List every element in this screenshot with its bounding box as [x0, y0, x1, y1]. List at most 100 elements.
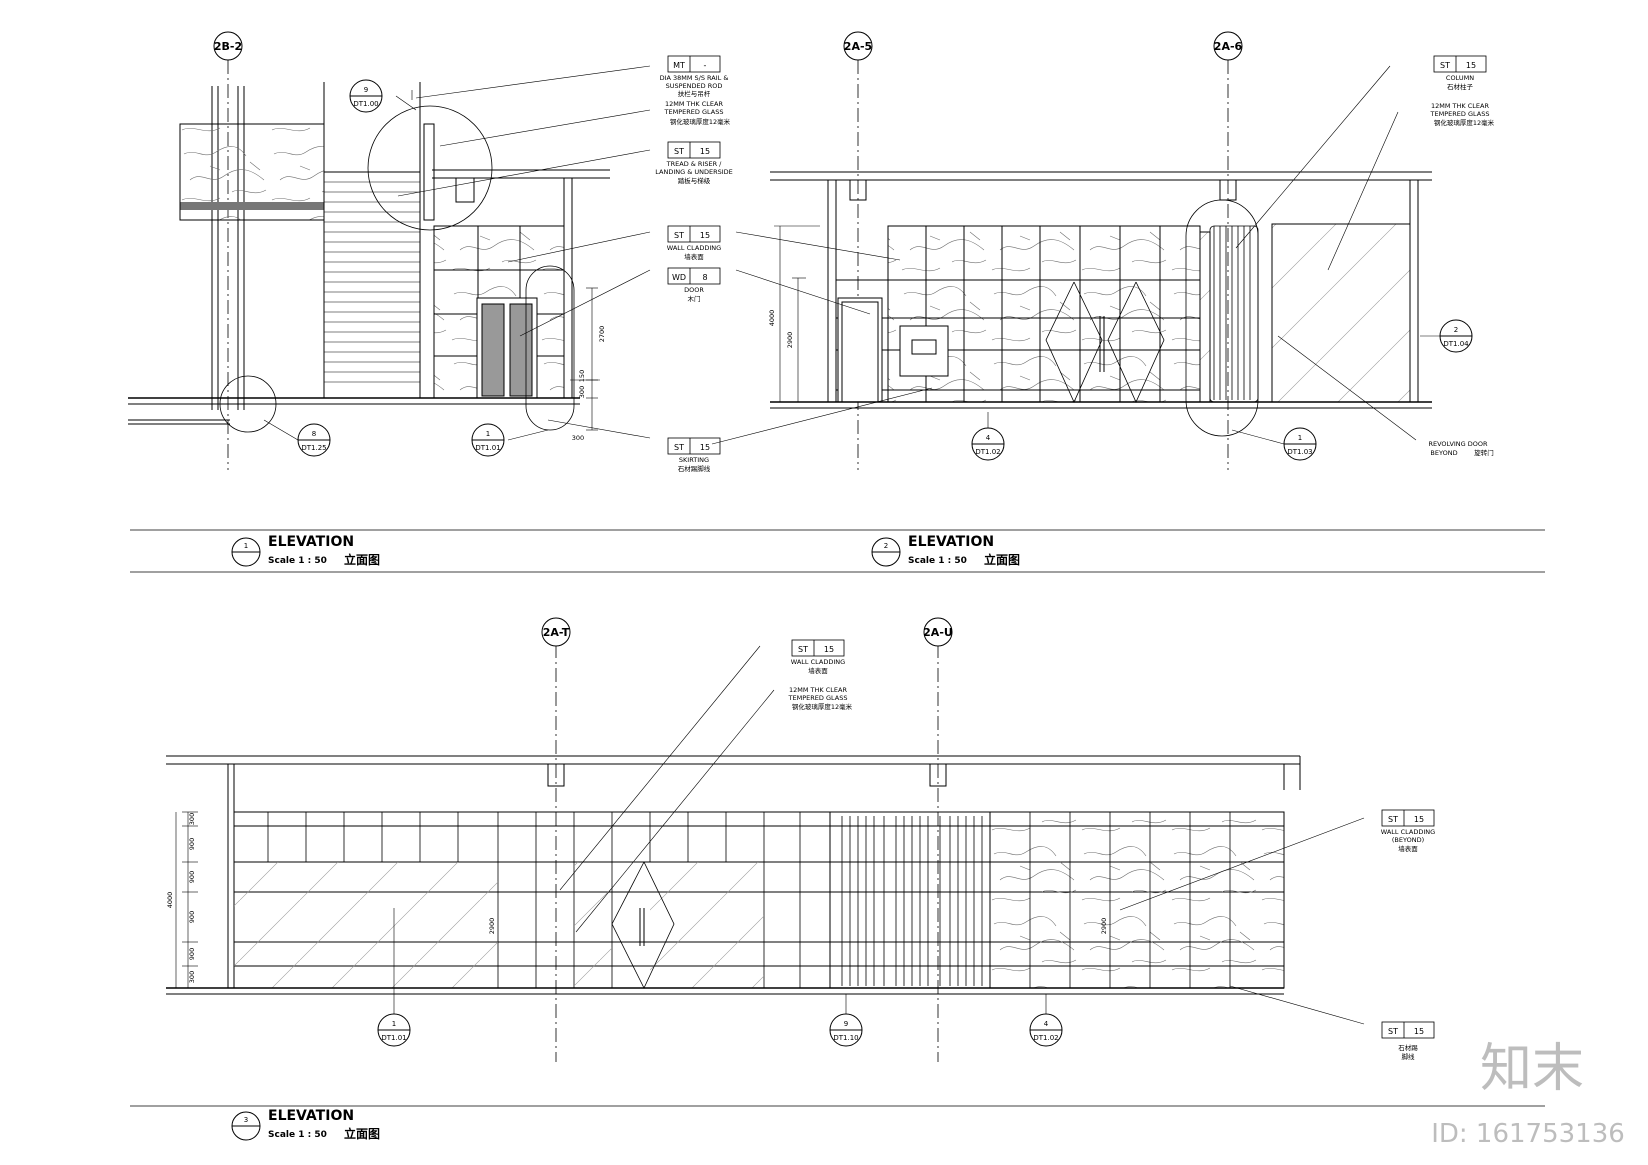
dimension: 150: [578, 370, 586, 382]
note: 扶栏与吊杆: [678, 89, 711, 98]
tag-code: ST: [674, 231, 684, 240]
note: REVOLVING DOOR: [1428, 440, 1488, 448]
note: WALL CLADDING: [1381, 828, 1435, 836]
detail-num: 1: [486, 430, 490, 438]
grid-bubble-2a-u: [923, 617, 953, 647]
dimension: 300: [572, 434, 584, 442]
dimension: 300: [188, 813, 196, 825]
note: BEYOND: [1430, 449, 1457, 457]
note: LANDING & UNDERSIDE: [655, 168, 733, 176]
watermark-id: ID: 161753136: [1431, 1119, 1625, 1149]
dimension: 4000: [768, 310, 776, 327]
detail-num: 1: [392, 1020, 396, 1028]
grid-label-2a-t: 2A-T: [543, 626, 570, 639]
detail-ref: DT1.10: [833, 1034, 858, 1042]
tag-code: ST: [674, 443, 684, 452]
detail-num: 2: [1454, 326, 1458, 334]
note: SKIRTING: [679, 456, 709, 464]
drawing-title: ELEVATION: [268, 1108, 354, 1124]
grid-bubble-2a-6: [1213, 31, 1243, 61]
watermark-logo: 知末: [1480, 1039, 1584, 1099]
dimension: 4000: [166, 892, 174, 909]
tag-code: ST: [1440, 61, 1450, 70]
detail-ref: DT1.04: [1443, 340, 1469, 348]
drawing-title-cn: 立面图: [984, 552, 1020, 567]
detail-num: 9: [364, 86, 368, 94]
grid-bubble-2a-t: [541, 617, 571, 647]
tag-code: ST: [1388, 815, 1398, 824]
dimension: 2900: [488, 918, 496, 935]
note: DIA 38MM S/S RAIL &: [660, 74, 729, 82]
dimension: 300: [578, 386, 586, 398]
dimension: 900: [188, 838, 196, 850]
note: 石材踢: [1398, 1043, 1418, 1052]
note: 墙表面: [684, 252, 704, 261]
note: 12MM THK CLEAR: [665, 100, 723, 108]
note: 钢化玻璃厚度12毫米: [1434, 118, 1495, 127]
note: 墙表面: [1398, 844, 1418, 853]
detail-num: 9: [844, 1020, 848, 1028]
stair: [323, 171, 421, 399]
drawing-title-cn: 立面图: [344, 552, 380, 567]
tag-num: 15: [824, 645, 834, 654]
note: SUSPENDED ROD: [666, 82, 723, 90]
title-number: 1: [244, 542, 248, 550]
title-number: 3: [244, 1116, 248, 1124]
note: 旋转门: [1474, 448, 1494, 457]
elevation-3: [166, 617, 1365, 1062]
tag-num: -: [704, 61, 707, 70]
note: 木门: [688, 294, 701, 303]
tag-code: WD: [672, 273, 686, 282]
note: DOOR: [684, 286, 704, 294]
tag-code: ST: [674, 147, 684, 156]
detail-ref: DT1.01: [475, 444, 500, 452]
tag-code: MT: [673, 61, 685, 70]
drawing-scale: Scale 1 : 50: [268, 1130, 327, 1140]
tag-num: 8: [702, 273, 707, 282]
detail-num: 1: [1298, 434, 1302, 442]
elevation-2: [711, 31, 1473, 470]
note: 钢化玻璃厚度12毫米: [670, 117, 731, 126]
dimension: 900: [188, 871, 196, 883]
drawing-title: ELEVATION: [908, 534, 994, 550]
dimension: 300: [188, 971, 196, 983]
grid-bubble-2b-2: [213, 31, 243, 61]
detail-num: 4: [1044, 1020, 1049, 1028]
title-number: 2: [884, 542, 888, 550]
note: WALL CLADDING: [667, 244, 721, 252]
dimension: 2900: [1100, 918, 1108, 935]
tag-code: ST: [1388, 1027, 1398, 1036]
grid-bubble-2a-5: [843, 31, 873, 61]
note: WALL CLADDING: [791, 658, 845, 666]
tag-num: 15: [700, 231, 710, 240]
note: TEMPERED GLASS: [1430, 110, 1490, 118]
dimension: 2700: [598, 326, 606, 343]
note: TREAD & RISER /: [666, 160, 722, 168]
tag-num: 15: [1414, 815, 1424, 824]
grid-label-2b-2: 2B-2: [214, 40, 242, 53]
drawing-title-cn: 立面图: [344, 1126, 380, 1141]
note: 石材柱子: [1447, 82, 1474, 91]
dimension: 900: [188, 948, 196, 960]
note: (BEYOND): [1392, 836, 1424, 844]
grid-label-2a-5: 2A-5: [844, 40, 872, 53]
dimension: 2900: [786, 332, 794, 349]
detail-ref: DT1.00: [353, 100, 378, 108]
tag-num: 15: [700, 443, 710, 452]
dimension: 900: [188, 911, 196, 923]
tag-code: ST: [798, 645, 808, 654]
grid-label-2a-u: 2A-U: [923, 626, 953, 639]
drawing-title: ELEVATION: [268, 534, 354, 550]
note: 12MM THK CLEAR: [1431, 102, 1489, 110]
elevation-1: [128, 31, 651, 470]
note: COLUMN: [1446, 74, 1474, 82]
note: 12MM THK CLEAR: [789, 686, 847, 694]
grid-label-2a-6: 2A-6: [1214, 40, 1243, 53]
detail-ref: DT1.02: [975, 448, 1000, 456]
detail-ref: DT1.03: [1287, 448, 1312, 456]
detail-ref: DT1.01: [381, 1034, 406, 1042]
tag-num: 15: [1414, 1027, 1424, 1036]
tag-num: 15: [700, 147, 710, 156]
drawing-scale: Scale 1 : 50: [268, 556, 327, 566]
